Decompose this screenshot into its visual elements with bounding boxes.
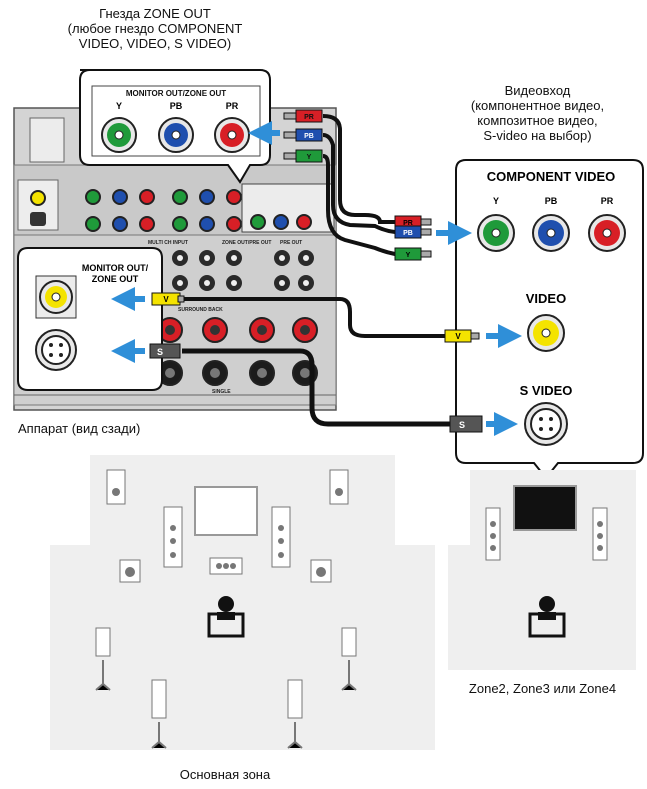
tv-video-label: VIDEO xyxy=(526,291,566,306)
unit-rear-caption: Аппарат (вид сзади) xyxy=(18,421,140,436)
svg-text:PB: PB xyxy=(304,133,314,140)
tv-pb-label: PB xyxy=(545,196,558,206)
main-room xyxy=(50,455,435,750)
label-multi-ch-input: MULTI CH INPUT xyxy=(148,240,188,246)
callout-y-label: Y xyxy=(116,101,122,111)
tv-jack-pb xyxy=(533,215,569,251)
tv-s-video-label: S VIDEO xyxy=(520,383,573,398)
plug-y-tv: Y xyxy=(395,248,431,260)
tv-jack-y xyxy=(478,215,514,251)
label-pre-out: PRE OUT xyxy=(280,240,302,246)
callout-jack-video xyxy=(40,281,72,313)
svg-text:PR: PR xyxy=(304,114,314,121)
tv-jack-pr xyxy=(589,215,625,251)
callout-pr-label: PR xyxy=(226,101,239,111)
svg-text:V: V xyxy=(455,332,461,341)
label-surround-back: SURROUND BACK xyxy=(178,307,223,313)
tv-component-label: COMPONENT VIDEO xyxy=(487,169,616,184)
callout-jack-s-video xyxy=(36,330,76,370)
svg-text:S: S xyxy=(459,420,465,430)
callout2-line1: MONITOR OUT/ xyxy=(82,263,149,273)
plug-s-receiver: S xyxy=(150,344,180,358)
callout-jack-pb xyxy=(159,118,193,152)
tv-jack-s-video xyxy=(525,403,567,445)
tv-y-label: Y xyxy=(493,196,499,206)
video-input-caption: Видеовход (компонентное видео, композитн… xyxy=(430,83,645,143)
callout-monitor-out-component: MONITOR OUT/ZONE OUT Y PB PR xyxy=(80,70,270,182)
label-zone-out-pre-out: ZONE OUT/PRE OUT xyxy=(222,240,271,246)
tv-jack-video xyxy=(528,315,564,351)
svg-text:PB: PB xyxy=(403,230,413,237)
tv-pr-label: PR xyxy=(601,196,614,206)
main-zone-caption: Основная зона xyxy=(110,767,340,782)
callout-jack-pr xyxy=(215,118,249,152)
plug-pb-tv: PB xyxy=(395,226,431,238)
plug-s-tv: S xyxy=(450,416,482,432)
zone-out-caption: Гнезда ZONE OUT (любое гнездо COMPONENT … xyxy=(20,6,290,51)
plug-v-receiver: V xyxy=(152,293,184,305)
callout-jack-y xyxy=(102,118,136,152)
svg-text:Y: Y xyxy=(406,252,411,259)
callout-header: MONITOR OUT/ZONE OUT xyxy=(126,89,226,98)
label-single: SINGLE xyxy=(212,389,231,395)
callout-monitor-out-video: MONITOR OUT/ ZONE OUT xyxy=(18,248,162,390)
callout-pb-label: PB xyxy=(170,101,183,111)
svg-text:V: V xyxy=(163,295,169,304)
tv-input-panel: COMPONENT VIDEO Y PB PR VIDEO S VIDEO xyxy=(456,160,643,478)
zone-room xyxy=(448,470,636,670)
svg-text:Y: Y xyxy=(307,154,312,161)
svg-text:S: S xyxy=(157,347,163,357)
zone-caption: Zone2, Zone3 или Zone4 xyxy=(440,681,645,696)
callout2-line2: ZONE OUT xyxy=(92,274,139,284)
